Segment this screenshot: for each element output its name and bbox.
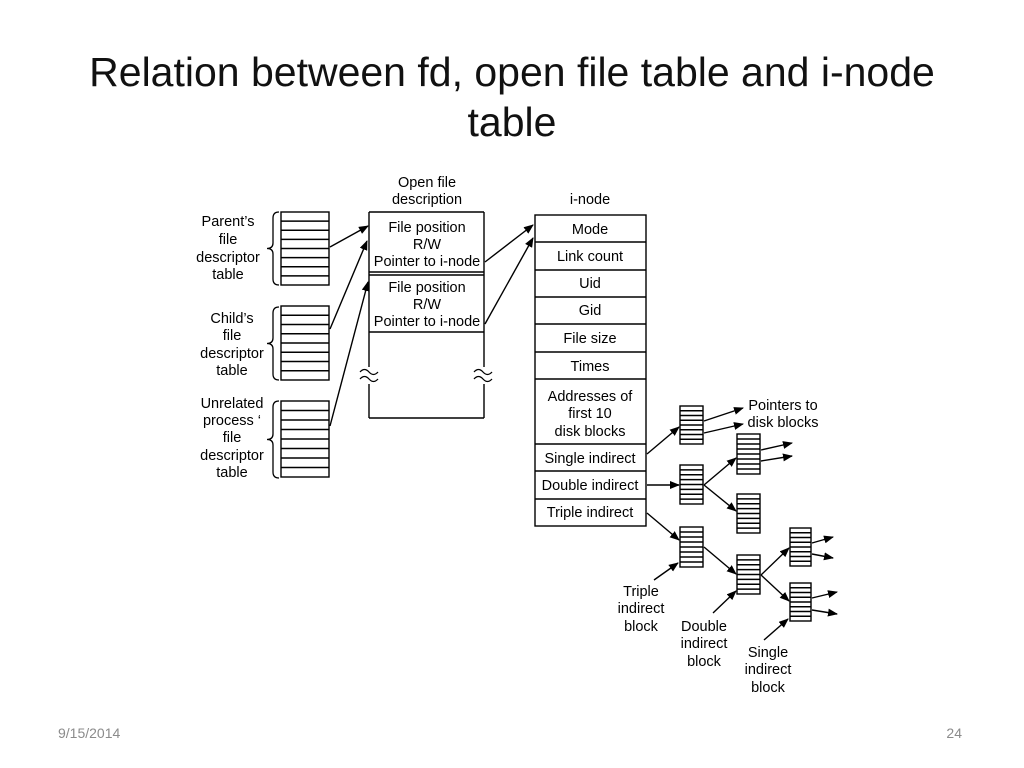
open-file-entry: File position R/W Pointer to i-node (374, 220, 480, 270)
inode-field-single-indirect: Single indirect (544, 451, 635, 467)
fd-table-label-line: Unrelated (201, 396, 264, 412)
break-mark (473, 368, 493, 383)
inode-frame (534, 214, 647, 527)
fd-table-child: Child’s file descriptor table (200, 305, 330, 381)
fd-table-label-line: Child’s (210, 311, 253, 327)
arrow-child-fd-to-entry (329, 240, 368, 330)
inode-table: i-node Mode Link count Uid Gid File size… (534, 192, 647, 527)
fd-table-label-line: file (223, 328, 242, 344)
arrow-to-single-indirect-block (703, 457, 737, 486)
fd-table-label-line: descriptor (200, 346, 264, 362)
arrow-disk-block-pointer (811, 535, 834, 544)
arrow-parent-fd-to-entry (329, 225, 369, 248)
fd-table-label-line: process ‘ (203, 413, 261, 429)
arrow-triple-indirect (646, 512, 680, 541)
slide-page-number: 24 (946, 725, 962, 741)
fd-table-label-line: table (216, 363, 247, 379)
inode-field-double-indirect: Double indirect (542, 478, 639, 494)
arrow-to-single-indirect-block (760, 547, 790, 576)
break-mark (359, 368, 379, 383)
entry-field-inode-pointer: Pointer to i-node (374, 314, 480, 330)
arrow-caption-to-single-block (763, 618, 789, 641)
arrow-entry-to-inode (484, 237, 534, 325)
inode-field-addresses: Addresses of (548, 389, 634, 405)
brace (266, 306, 280, 381)
entry-field-rw: R/W (413, 297, 442, 313)
entry-field-file-position: File position (388, 280, 465, 296)
slide-title: Relation between fd, open file table and… (89, 49, 935, 145)
disk-pointers-label-line: Pointers to (748, 398, 817, 414)
brace (266, 400, 280, 479)
inode-field-addresses: disk blocks (555, 424, 626, 440)
entry-field-inode-pointer: Pointer to i-node (374, 254, 480, 270)
fd-table-label-line: descriptor (200, 448, 264, 464)
arrow-disk-block-pointer (760, 453, 793, 462)
arrow-disk-block-pointer (811, 608, 838, 617)
brace (266, 211, 280, 286)
open-file-header-line: Open file (398, 175, 456, 191)
pointer-arrows (329, 224, 534, 427)
arrow-to-single-indirect-block (760, 574, 790, 602)
arrow-disk-block-pointer (703, 407, 744, 422)
triple-indirect-caption: block (624, 619, 659, 635)
arrow-single-indirect (646, 426, 680, 455)
arrow-disk-block-pointer (811, 552, 834, 561)
inode-field-triple-indirect: Triple indirect (547, 505, 634, 521)
arrow-to-double-indirect-block (703, 546, 737, 575)
fd-table-parent: Parent’s file descriptor table (196, 211, 330, 286)
inode-field-mode: Mode (572, 222, 608, 238)
single-indirect-caption: block (751, 680, 786, 696)
inode-field-times: Times (571, 359, 610, 375)
inode-header: i-node (570, 192, 610, 208)
inode-field-uid: Uid (579, 276, 601, 292)
fd-table-label-line: table (216, 465, 247, 481)
arrow-caption-to-triple-block (653, 562, 679, 581)
arrow-to-single-indirect-block (703, 484, 737, 512)
inode-field-file-size: File size (563, 331, 616, 347)
arrow-disk-block-pointer (703, 422, 744, 434)
fd-table-label-line: table (212, 267, 243, 283)
inode-field-gid: Gid (579, 303, 602, 319)
arrow-entry-to-inode (484, 224, 534, 263)
slide-date: 9/15/2014 (58, 725, 121, 741)
inode-field-addresses: first 10 (568, 406, 612, 422)
entry-field-file-position: File position (388, 220, 465, 236)
open-file-entry: File position R/W Pointer to i-node (374, 280, 480, 330)
arrow-disk-block-pointer (811, 590, 838, 599)
triple-indirect-caption: indirect (618, 601, 665, 617)
arrow-disk-block-pointer (760, 441, 793, 451)
arrow-unrelated-fd-to-entry (329, 281, 370, 427)
triple-indirect-caption: Triple (623, 584, 659, 600)
fd-table-label-line: Parent’s (202, 214, 255, 230)
single-indirect-caption: Single (748, 645, 788, 661)
fd-table-label-line: descriptor (196, 250, 260, 266)
open-file-description-table: Open file description File position R/W … (359, 175, 493, 419)
inode-field-link-count: Link count (557, 249, 623, 265)
double-indirect-caption: Double (681, 619, 727, 635)
fd-table-label-line: file (223, 430, 242, 446)
fd-table-label-line: file (219, 232, 238, 248)
entry-field-rw: R/W (413, 237, 442, 253)
double-indirect-caption: block (687, 654, 722, 670)
double-indirect-caption: indirect (681, 636, 728, 652)
arrow-caption-to-double-block (712, 590, 737, 614)
single-indirect-caption: indirect (745, 662, 792, 678)
disk-pointers-label-line: disk blocks (748, 415, 819, 431)
fd-table-unrelated: Unrelated process ‘ file descriptor tabl… (200, 396, 330, 481)
open-file-header-line: description (392, 192, 462, 208)
indirect-blocks: Pointers to disk blocks Triple indirect (618, 398, 838, 696)
